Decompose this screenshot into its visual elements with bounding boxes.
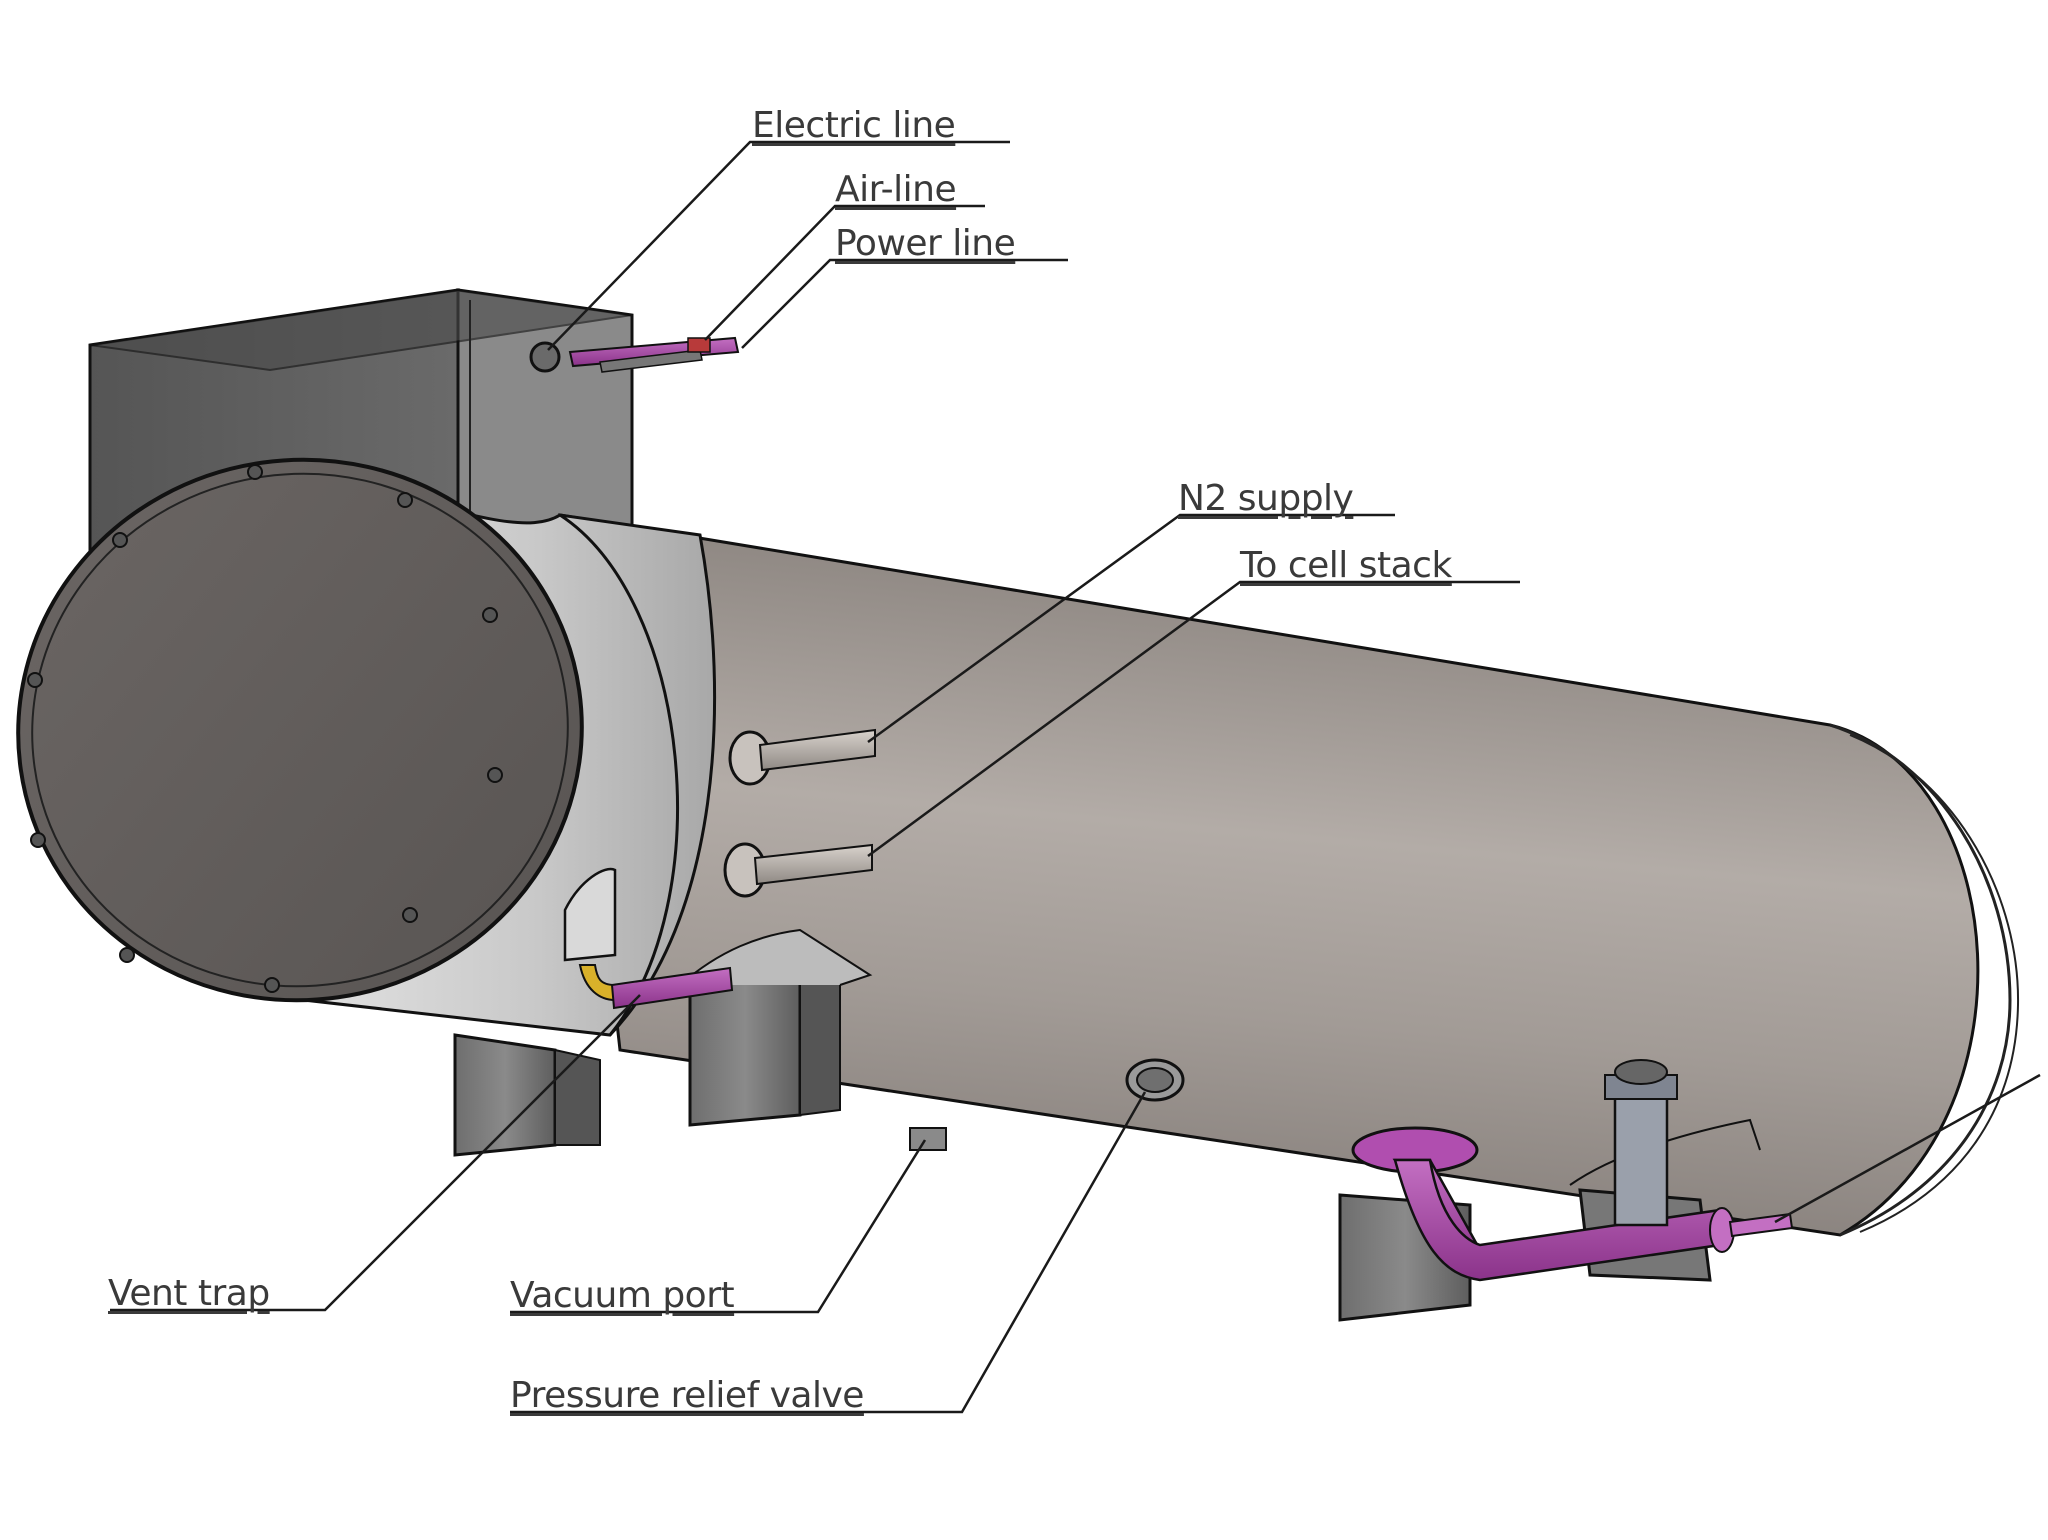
end-cap xyxy=(16,457,584,1003)
label-pressure-relief-valve: Pressure relief valve xyxy=(510,1375,864,1416)
leader-pressure-relief-valve xyxy=(510,1091,1147,1414)
outlet-piping xyxy=(1351,1059,1794,1282)
leader-to-cell-stack xyxy=(867,580,1520,858)
label-air-line: Air-line xyxy=(835,169,957,210)
label-vent-trap: Vent trap xyxy=(108,1273,270,1314)
label-power-line: Power line xyxy=(835,223,1016,264)
vent-trap xyxy=(563,867,734,1010)
leader-lines xyxy=(110,140,2041,1414)
leader-power-line xyxy=(741,258,1068,349)
top-connections xyxy=(529,336,740,373)
leader-offscreen xyxy=(1774,1073,2041,1224)
label-electric-line: Electric line xyxy=(752,105,956,146)
vessel-shell xyxy=(558,513,2020,1237)
label-vacuum-port: Vacuum port xyxy=(510,1275,735,1316)
leader-vent-trap xyxy=(110,994,641,1312)
leader-vacuum-port xyxy=(510,1139,927,1314)
support-legs xyxy=(453,928,1761,1322)
leader-n2-supply xyxy=(867,513,1395,744)
leader-electric-line xyxy=(547,140,1010,351)
label-n2-supply: N2 supply xyxy=(1178,478,1354,519)
side-nozzles xyxy=(723,728,876,898)
bottom-ports xyxy=(909,1058,1185,1151)
label-to-cell-stack: To cell stack xyxy=(1240,545,1452,586)
leader-air-line xyxy=(704,204,985,341)
